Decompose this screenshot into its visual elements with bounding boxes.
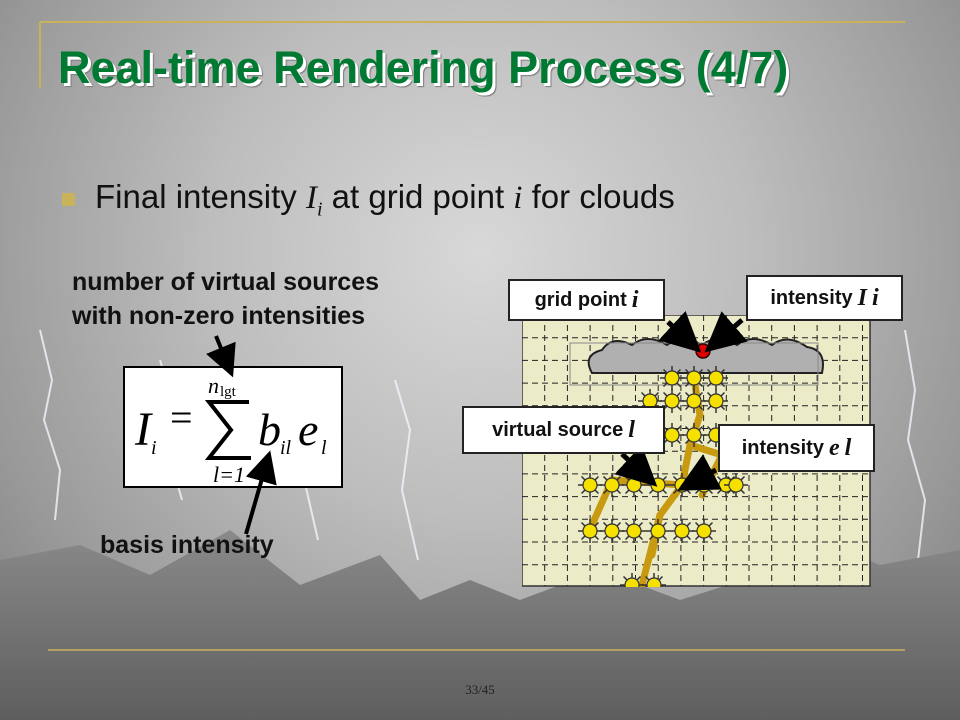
- mountain-silhouette: [0, 530, 960, 720]
- lightning-bolt: [39, 329, 62, 521]
- eq-lhs-sub: i: [151, 437, 157, 459]
- arrow-grid-point: [658, 310, 702, 353]
- virtual-source-icon: [724, 473, 748, 497]
- slide-title: Real-time Rendering Process (4/7): [58, 42, 789, 93]
- callout-intensity-I-sub: i: [871, 284, 879, 311]
- virtual-source-icon: [660, 423, 684, 447]
- eq-term-b-sub: il: [280, 437, 292, 459]
- lightning-bolt: [394, 379, 419, 561]
- bullet-prefix: Final intensity: [95, 178, 297, 215]
- eq-upper-sub: lgt: [220, 384, 237, 400]
- arrow-intensity-I: [704, 311, 748, 353]
- virtual-source-icon: [682, 389, 706, 413]
- virtual-source-icon: [646, 519, 670, 543]
- callout-intensity-I-sym: I: [857, 284, 867, 311]
- lightning-bolt: [904, 329, 927, 561]
- eq-term-e-sub: l: [321, 437, 327, 459]
- callout-grid-point-var: i: [631, 286, 639, 313]
- arrow-to-basis: [244, 450, 277, 535]
- eq-term-e: e: [298, 404, 318, 455]
- callout-intensity-e-sub: l: [844, 434, 852, 461]
- page-number: 33/45: [465, 682, 495, 697]
- eq-upper: n: [208, 373, 219, 398]
- arrow-intensity-e: [677, 454, 722, 491]
- callout-virtual-source-var: l: [628, 416, 635, 443]
- arrow-to-upper-limit: [206, 335, 236, 378]
- virtual-source-icon: [660, 389, 684, 413]
- label-basis-intensity: basis intensity: [100, 531, 274, 559]
- bullet-text: Final intensity Ii at grid point i for c…: [95, 178, 675, 222]
- equals-sign: =: [170, 395, 193, 440]
- equation-box: I i n lgt l=1 b il e l =: [123, 366, 343, 488]
- eq-term-b: b: [258, 404, 281, 455]
- callout-intensity-e-text: intensity: [741, 436, 824, 459]
- virtual-source-icon: [682, 423, 706, 447]
- callout-grid-point-text: grid point: [534, 288, 627, 311]
- virtual-source-icon: [660, 366, 684, 390]
- label-virtual-sources-line1: number of virtual sources: [72, 268, 380, 296]
- virtual-source-icon: [622, 519, 646, 543]
- virtual-source-icon: [692, 519, 716, 543]
- arrow-virtual-source: [614, 444, 658, 487]
- bullet-symbol: I: [305, 180, 317, 216]
- callout-intensity-e-sym: e: [828, 434, 840, 461]
- virtual-source-icon: [704, 366, 728, 390]
- virtual-source-icon: [642, 573, 666, 587]
- equation: I i n lgt l=1 b il e l =: [134, 373, 327, 487]
- callout-intensity-I-text: intensity: [770, 286, 853, 309]
- bullet-middle: at grid point: [331, 178, 505, 215]
- eq-lower: l=1: [213, 462, 245, 487]
- bullet-suffix: for clouds: [531, 178, 675, 215]
- bullet-symbol-sub: i: [316, 198, 323, 221]
- eq-lhs: I: [134, 403, 153, 456]
- sigma-symbol: [204, 400, 251, 460]
- virtual-source-icon: [578, 519, 602, 543]
- virtual-source-icon: [704, 389, 728, 413]
- label-virtual-sources-line2: with non-zero intensities: [72, 302, 366, 330]
- virtual-source-icon: [682, 366, 706, 390]
- callout-virtual-source-text: virtual source: [492, 418, 624, 441]
- virtual-source-icon: [670, 519, 694, 543]
- bullet-icon: [62, 193, 75, 206]
- bullet-var: i: [513, 180, 523, 216]
- virtual-source-icon: [600, 519, 624, 543]
